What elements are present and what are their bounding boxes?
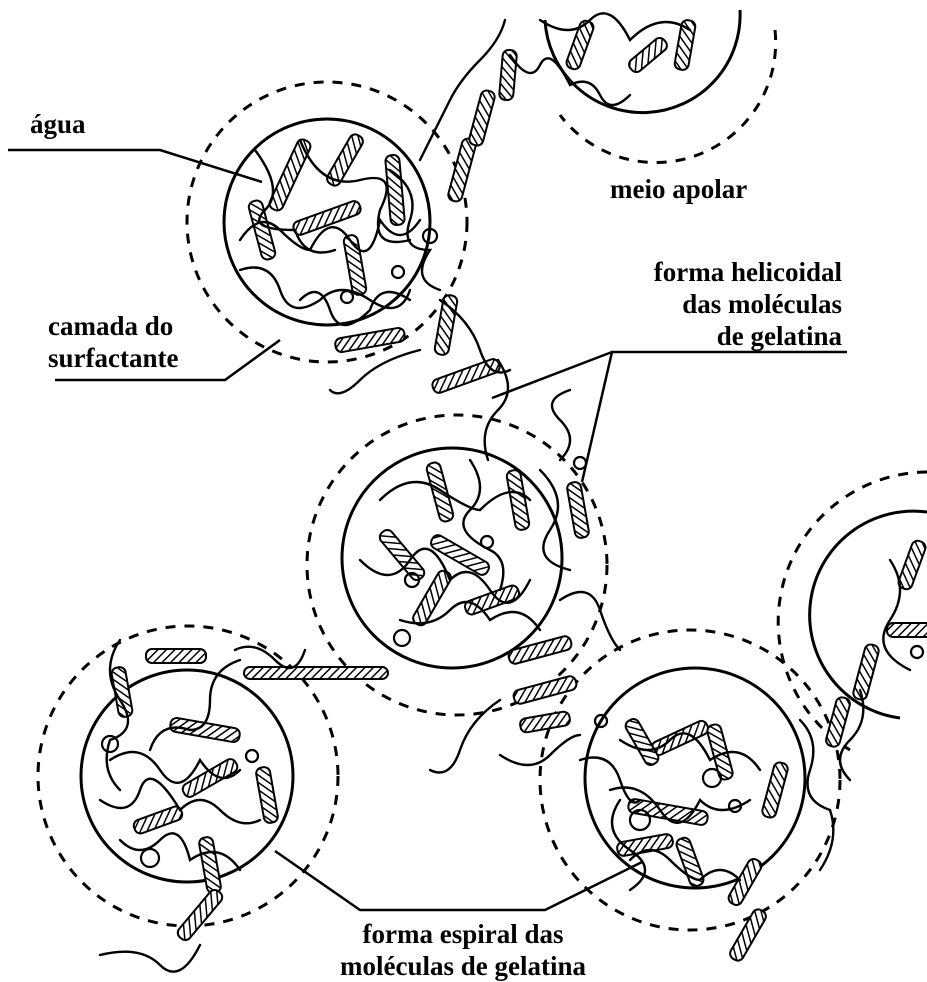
leader-helicoidal — [582, 352, 847, 482]
label-agua: água — [30, 108, 86, 140]
random-coil-chains — [100, 13, 910, 971]
helix-rod — [897, 539, 927, 591]
droplet-right-edge — [778, 472, 927, 750]
helix-rod — [499, 49, 517, 100]
helix-rod — [255, 766, 279, 824]
label-meio-apolar: meio apolar — [610, 173, 747, 205]
helix-rod — [175, 888, 224, 943]
label-camada-surfactante: camada do surfactante — [48, 310, 178, 374]
helix-rod — [507, 635, 572, 665]
surfactant-layer-dashed — [560, 30, 776, 163]
helix-rod — [852, 643, 880, 701]
helix-rod — [627, 35, 670, 74]
helix-rod — [385, 155, 405, 226]
helix-rod — [627, 798, 708, 826]
surfactant-layer-dashed — [778, 472, 927, 750]
helix-rod — [447, 137, 477, 202]
leader-helicoidal-2 — [492, 352, 612, 398]
droplet-bottom-right — [540, 630, 840, 930]
helix-rod — [343, 234, 367, 296]
helix-rod — [132, 805, 184, 835]
helix-rod — [650, 719, 710, 757]
helix-rod — [292, 199, 363, 236]
helix-rod — [468, 89, 496, 147]
helix-rod — [761, 761, 789, 819]
label-forma-espiral: forma espiral das moléculas de gelatina — [278, 918, 648, 982]
helix-rod — [146, 649, 206, 663]
helix-rod — [425, 461, 454, 523]
helix-rod — [519, 711, 571, 733]
helix-rod — [728, 907, 768, 962]
helix-rod — [431, 357, 502, 394]
helix-rod — [512, 675, 577, 705]
helix-rod — [198, 836, 222, 894]
leader-espiral-left — [275, 851, 642, 910]
helix-rod — [887, 623, 927, 637]
leader-agua — [8, 150, 262, 182]
helix-rod — [268, 138, 313, 213]
helix-rod — [334, 327, 405, 353]
label-forma-helicoidal: forma helicoidal das moléculas de gelati… — [580, 256, 842, 352]
helix-rod — [244, 667, 388, 679]
